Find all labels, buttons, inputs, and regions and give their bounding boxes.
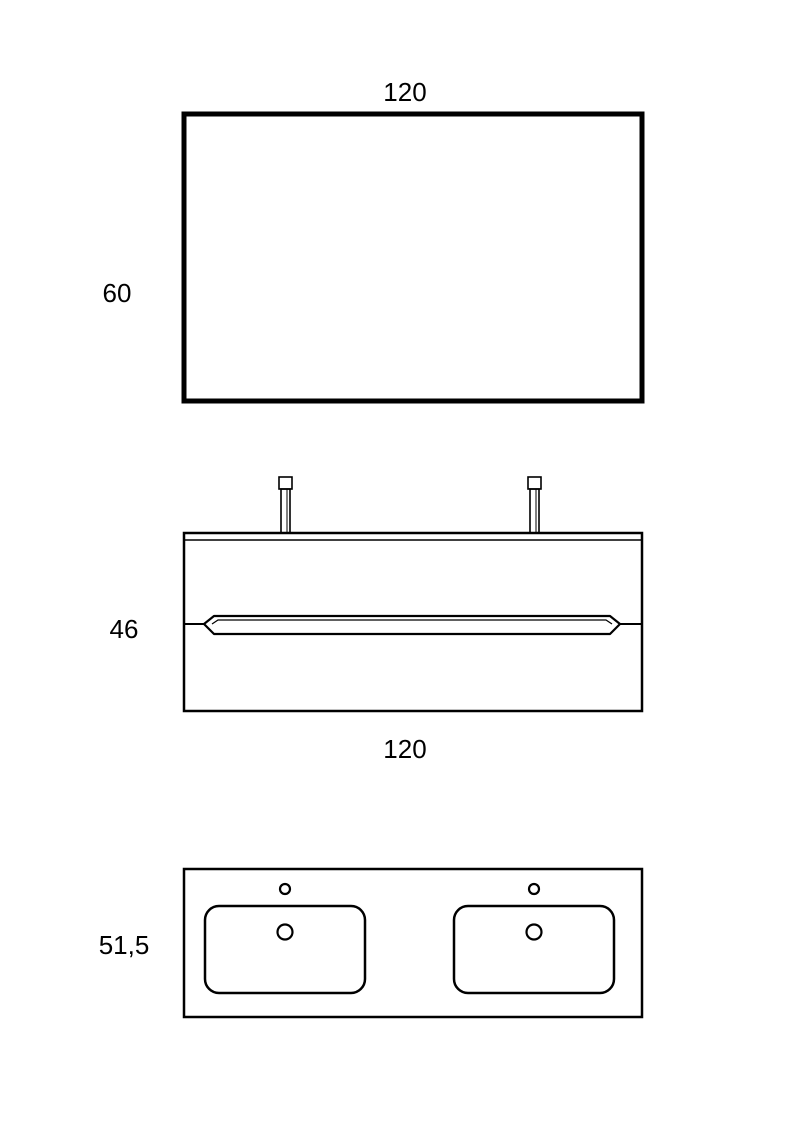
cabinet-height-label: 46 bbox=[110, 614, 139, 644]
cabinet-width-label: 120 bbox=[383, 734, 426, 764]
drawer-handle bbox=[202, 614, 622, 636]
left-basin bbox=[203, 882, 367, 995]
mirror-view: 120 60 bbox=[103, 77, 645, 404]
right-faucet bbox=[527, 476, 542, 534]
left-drain bbox=[276, 923, 294, 941]
left-faucet-hole bbox=[278, 882, 292, 896]
cabinet-view: 46 120 bbox=[110, 476, 644, 764]
right-basin bbox=[452, 882, 616, 995]
cabinet-body bbox=[182, 531, 644, 713]
left-faucet bbox=[278, 476, 293, 534]
basin-top-view: 51,5 bbox=[99, 867, 644, 1019]
mirror-height-label: 60 bbox=[103, 278, 132, 308]
right-drain bbox=[525, 923, 543, 941]
basin-depth-label: 51,5 bbox=[99, 930, 150, 960]
right-faucet-hole bbox=[527, 882, 541, 896]
mirror-width-label: 120 bbox=[383, 77, 426, 107]
mirror-frame bbox=[181, 111, 645, 404]
basin-top-outline bbox=[182, 867, 644, 1019]
drawer-handle-inner bbox=[211, 619, 613, 625]
